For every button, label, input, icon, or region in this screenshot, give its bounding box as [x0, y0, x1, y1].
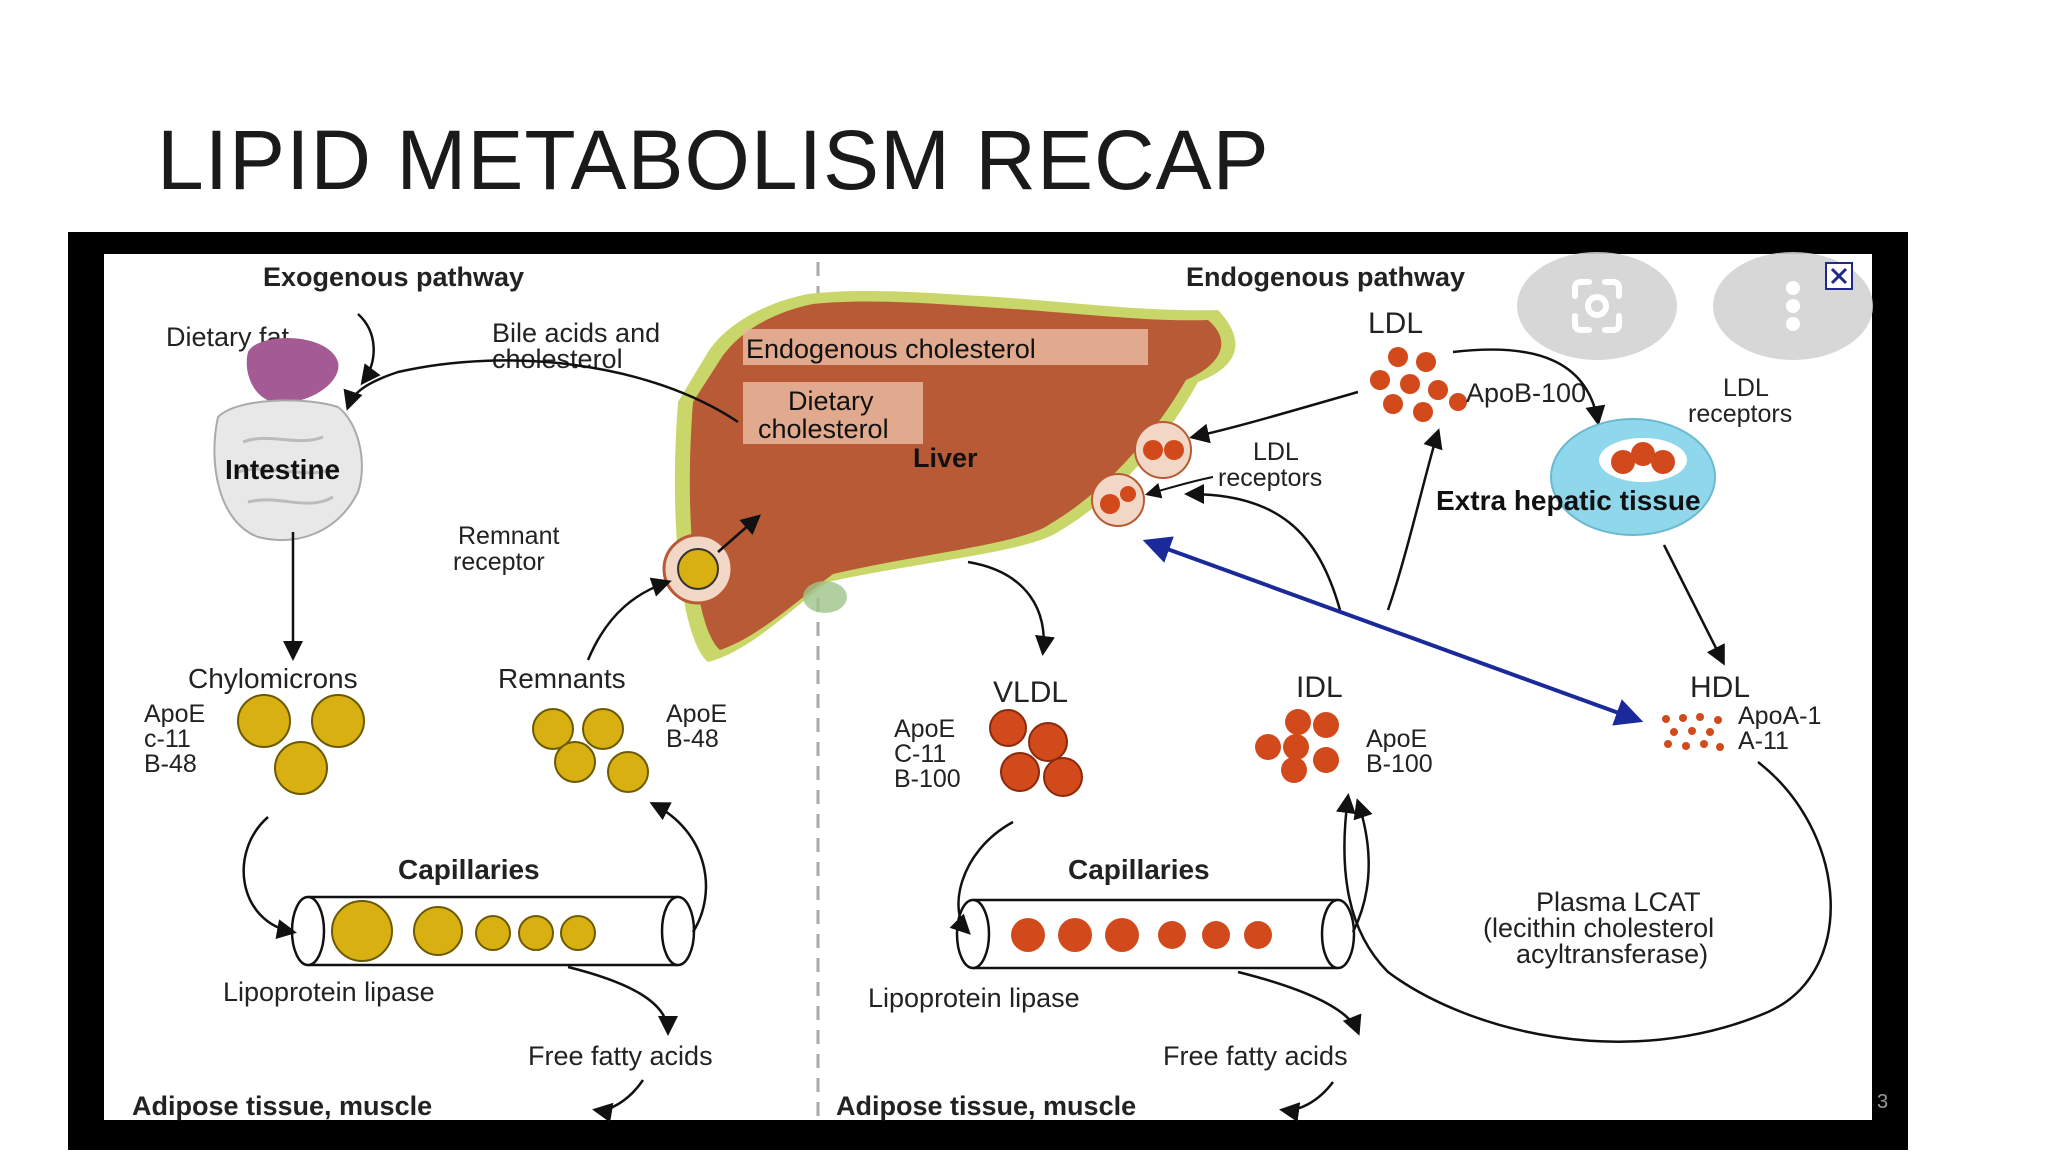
- blue-exchange-arrow: [1142, 536, 1644, 726]
- hdl-apo-2: A-11: [1738, 727, 1789, 755]
- chylo-apo-1: ApoE: [144, 700, 205, 728]
- intestine-label: Intestine: [225, 454, 340, 485]
- endogenous-heading: Endogenous pathway: [1186, 262, 1465, 292]
- ldl-label: LDL: [1368, 307, 1423, 340]
- exo-adipose-label: Adipose tissue, muscle: [132, 1091, 432, 1121]
- exo-lipoprotein-lipase-label: Lipoprotein lipase: [223, 977, 435, 1007]
- endogenous-cholesterol-box: [743, 329, 1148, 365]
- chylomicron-particles: [237, 694, 365, 795]
- vldl-label: VLDL: [993, 676, 1068, 709]
- lipid-diagram-svg: Endogenous cholesterol Liver Dietary cho…: [104, 254, 1872, 1123]
- lcat-label-1: Plasma LCAT: [1536, 887, 1701, 917]
- dietary-cholesterol-label-2: cholesterol: [758, 414, 889, 444]
- vldl-apo-2: C-11: [894, 740, 946, 768]
- liver-ldl-receptors-label-1: LDL: [1253, 438, 1299, 466]
- vldl-apo-3: B-100: [894, 765, 961, 793]
- close-icon: [1830, 267, 1848, 285]
- liver-shape: [674, 290, 1236, 662]
- intestine-shape: [213, 338, 363, 541]
- endo-free-fatty-acids-label: Free fatty acids: [1163, 1041, 1348, 1071]
- remnant-apo-1: ApoE: [666, 700, 727, 728]
- chylomicrons-label: Chylomicrons: [188, 663, 358, 694]
- dietary-cholesterol-label-1: Dietary: [788, 386, 874, 416]
- vldl-apo-1: ApoE: [894, 715, 955, 743]
- idl-particles: [1255, 709, 1339, 783]
- dietary-cholesterol-box: [743, 382, 923, 444]
- endo-capillaries-label: Capillaries: [1068, 854, 1210, 885]
- endo-lipoprotein-lipase-label: Lipoprotein lipase: [868, 983, 1080, 1013]
- exo-free-fatty-acids-label: Free fatty acids: [528, 1041, 713, 1071]
- hdl-label: HDL: [1690, 671, 1750, 704]
- exogenous-heading: Exogenous pathway: [263, 262, 524, 292]
- chylo-apo-3: B-48: [144, 750, 197, 778]
- idl-apo-2: B-100: [1366, 750, 1433, 778]
- hdl-particles: [1662, 713, 1724, 751]
- lcat-label-3: acyltransferase): [1516, 939, 1708, 969]
- close-button[interactable]: [1825, 262, 1853, 290]
- remnant-apo-2: B-48: [666, 725, 719, 753]
- slide-title: LIPID METABOLISM RECAP: [157, 113, 1270, 207]
- endo-capillary-tube: [955, 898, 1356, 970]
- liver-ldl-receptors-label-2: receptors: [1218, 464, 1322, 492]
- vldl-particles: [989, 709, 1083, 797]
- google-lens-icon: [1572, 279, 1622, 333]
- exo-capillaries-label: Capillaries: [398, 854, 540, 885]
- ldl-receptors-label-2: receptors: [1688, 400, 1792, 428]
- ldl-apo-label: ApoB-100: [1466, 378, 1586, 408]
- lcat-label-2: (lecithin cholesterol: [1483, 913, 1714, 943]
- ldl-particles: [1370, 347, 1467, 422]
- lipid-metabolism-figure: Endogenous cholesterol Liver Dietary cho…: [68, 232, 1908, 1150]
- slide-number: 3: [1877, 1091, 1889, 1113]
- extra-hepatic-tissue: [1550, 418, 1716, 536]
- bile-acids-label-1: Bile acids and: [492, 318, 660, 348]
- google-lens-button[interactable]: [1517, 252, 1677, 360]
- hdl-apo-1: ApoA-1: [1738, 702, 1821, 730]
- ldl-receptors-label-1: LDL: [1723, 374, 1769, 402]
- idl-apo-1: ApoE: [1366, 725, 1427, 753]
- remnants-label: Remnants: [498, 663, 626, 694]
- chylo-apo-2: c-11: [144, 725, 191, 753]
- extra-hepatic-label: Extra hepatic tissue: [1436, 485, 1701, 516]
- remnant-particles: [532, 708, 649, 793]
- endo-adipose-label: Adipose tissue, muscle: [836, 1091, 1136, 1121]
- more-vertical-icon: [1786, 281, 1800, 331]
- remnant-receptor-label-2: receptor: [453, 548, 545, 576]
- endogenous-cholesterol-label: Endogenous cholesterol: [746, 334, 1036, 364]
- exo-capillary-tube: [290, 895, 696, 967]
- liver-label: Liver: [913, 443, 978, 473]
- idl-label: IDL: [1296, 671, 1343, 704]
- remnant-receptor-label-1: Remnant: [458, 522, 559, 550]
